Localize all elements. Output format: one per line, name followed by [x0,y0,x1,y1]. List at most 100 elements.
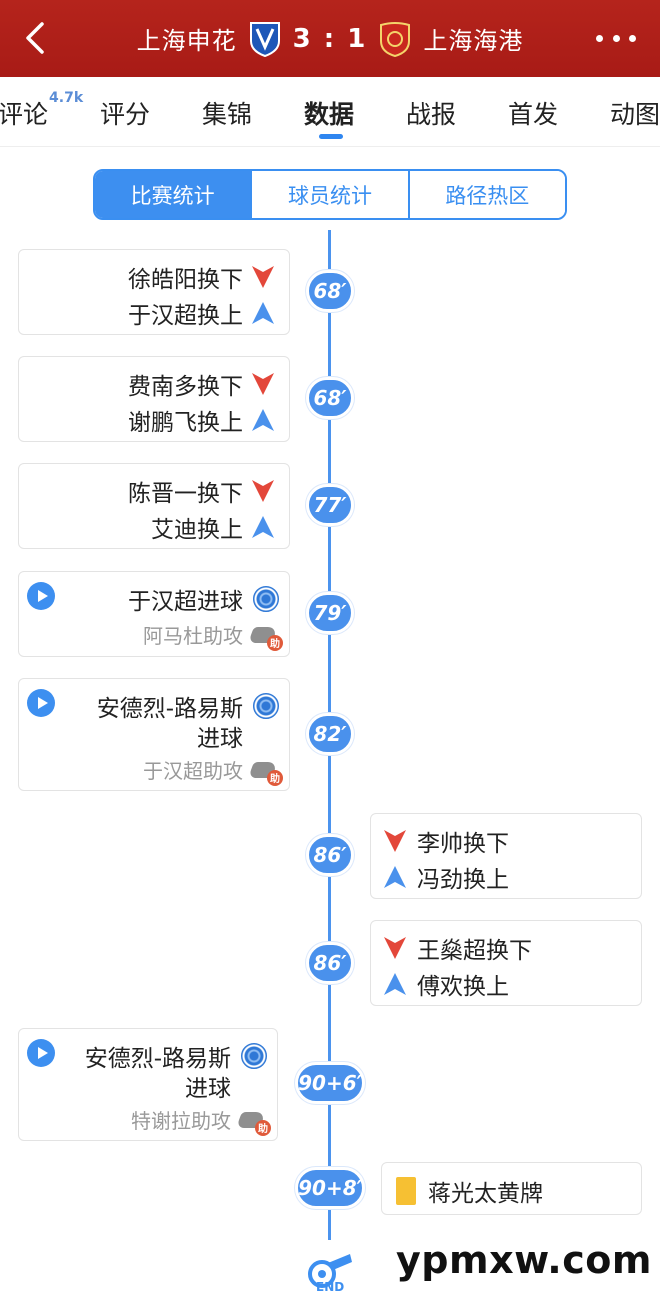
assist-row: 阿马杜助攻 助 [143,620,283,651]
sub-out-text: 费南多换下 [128,374,243,400]
assist-badge: 助 [255,1119,271,1136]
sub-out-row: 陈晋一换下 [128,474,275,508]
sub-out-text: 陈晋一换下 [128,481,243,507]
soccer-ball-icon [253,586,279,612]
shenhua-crest-icon [249,21,280,57]
event-card-yellow[interactable]: 蒋光太黄牌 [381,1162,642,1215]
sub-in-row: 于汉超换上 [128,296,275,330]
arrow-down-red-icon [252,373,274,395]
arrow-up-blue-icon [252,302,274,324]
tab-gifs[interactable]: 动图 [610,100,660,129]
play-icon[interactable] [27,1039,55,1067]
arrow-down-red-icon [384,830,406,852]
goal-scorer-text-cont: 进球 [185,1076,231,1102]
segment-heatmap[interactable]: 路径热区 [407,171,565,218]
arrow-up-blue-icon [252,409,274,431]
comments-count-badge: 4.7k [49,89,84,106]
sub-in-text: 谢鹏飞换上 [128,410,243,436]
tab-comments-label: 评论 [0,100,49,129]
goal-scorer-text: 安德烈-路易斯 [84,1046,231,1072]
minute-pill: 77′ [306,484,354,526]
soccer-ball-icon [253,693,279,719]
event-card-sub[interactable]: 李帅换下 冯劲换上 [370,813,642,899]
assist-row: 于汉超助攻 助 [143,755,283,786]
sub-out-row: 费南多换下 [128,367,275,401]
sub-in-row: 谢鹏飞换上 [128,403,275,437]
minute-pill: 79′ [306,592,354,634]
event-card-sub[interactable]: 费南多换下 谢鹏飞换上 [18,356,290,442]
goal-row: 于汉超进球 [128,582,279,616]
tab-lineup[interactable]: 首发 [508,100,559,129]
event-card-goal[interactable]: 安德烈-路易斯 进球 特谢拉助攻 助 [18,1028,278,1141]
event-card-goal[interactable]: 安德烈-路易斯 进球 于汉超助攻 助 [18,678,290,791]
tab-highlights[interactable]: 集锦 [202,100,253,129]
goal-scorer-text: 安德烈-路易斯 [96,696,243,722]
boot-assist-icon: 助 [236,1107,271,1136]
end-label: END [316,1280,345,1294]
sub-in-text: 冯劲换上 [417,867,509,893]
minute-pill: 82′ [306,713,354,755]
play-icon[interactable] [27,582,55,610]
event-card-goal[interactable]: 于汉超进球 阿马杜助攻 助 [18,571,290,657]
event-card-sub[interactable]: 徐皓阳换下 于汉超换上 [18,249,290,335]
tab-data[interactable]: 数据 [304,100,355,129]
minute-pill: 86′ [306,942,354,984]
port-crest-icon [380,21,411,57]
away-team-name: 上海海港 [423,27,524,55]
goal-scorer-text-cont: 进球 [197,726,243,752]
goal-row: 安德烈-路易斯 [85,1039,267,1073]
arrow-up-blue-icon [252,516,274,538]
sub-out-text: 徐皓阳换下 [128,267,243,293]
whistle-icon [308,1254,352,1288]
minute-pill: 90+8′ [295,1167,365,1209]
arrow-up-blue-icon [384,866,406,888]
arrow-down-red-icon [384,937,406,959]
segment-player-stats[interactable]: 球员统计 [250,171,408,218]
soccer-ball-icon [241,1043,267,1069]
yellow-row: 蒋光太黄牌 [396,1174,543,1208]
sub-in-text: 傅欢换上 [417,974,509,1000]
sub-in-text: 艾迪换上 [151,517,243,543]
goal-row-cont: 进球 [197,719,243,753]
yellow-card-text: 蒋光太黄牌 [428,1181,543,1207]
sub-out-text: 李帅换下 [417,831,509,857]
sub-out-row: 王燊超换下 [383,931,532,965]
home-team-name: 上海申花 [136,27,237,55]
arrow-down-red-icon [252,480,274,502]
assist-badge: 助 [267,634,283,651]
goal-row-cont: 进球 [185,1069,231,1103]
active-tab-indicator [319,134,343,139]
tab-report[interactable]: 战报 [406,100,457,129]
assist-row: 特谢拉助攻 助 [131,1105,271,1136]
boot-assist-icon: 助 [248,622,283,651]
stats-segmented-control: 比赛统计 球员统计 路径热区 [93,169,567,220]
play-icon[interactable] [27,689,55,717]
tab-ratings[interactable]: 评分 [100,100,151,129]
minute-pill: 86′ [306,834,354,876]
score: 3 : 1 [292,23,368,54]
match-summary: 上海申花 3 : 1 上海海港 [0,0,660,77]
back-arrow-icon[interactable] [18,18,58,58]
sub-in-text: 于汉超换上 [128,303,243,329]
tab-comments[interactable]: 评论4.7k [0,90,83,131]
sub-out-row: 李帅换下 [383,824,509,858]
minute-pill: 90+6′ [295,1062,365,1104]
goal-scorer-text: 于汉超进球 [128,589,243,615]
event-card-sub[interactable]: 陈晋一换下 艾迪换上 [18,463,290,549]
event-card-sub[interactable]: 王燊超换下 傅欢换上 [370,920,642,1006]
assist-badge: 助 [267,769,283,786]
boot-assist-icon: 助 [248,757,283,786]
goal-row: 安德烈-路易斯 [97,689,279,723]
yellow-card-icon [396,1177,416,1205]
arrow-down-red-icon [252,266,274,288]
assist-text: 阿马杜助攻 [143,624,243,648]
match-header: 上海申花 3 : 1 上海海港 [0,0,660,77]
sub-out-row: 徐皓阳换下 [128,260,275,294]
more-options-icon[interactable] [596,26,636,50]
segment-match-stats[interactable]: 比赛统计 [95,171,251,218]
minute-pill: 68′ [306,270,354,312]
sub-in-row: 傅欢换上 [383,967,509,1001]
minute-pill: 68′ [306,377,354,419]
assist-text: 特谢拉助攻 [131,1109,231,1133]
watermark: ypmxw.com [396,1238,652,1282]
